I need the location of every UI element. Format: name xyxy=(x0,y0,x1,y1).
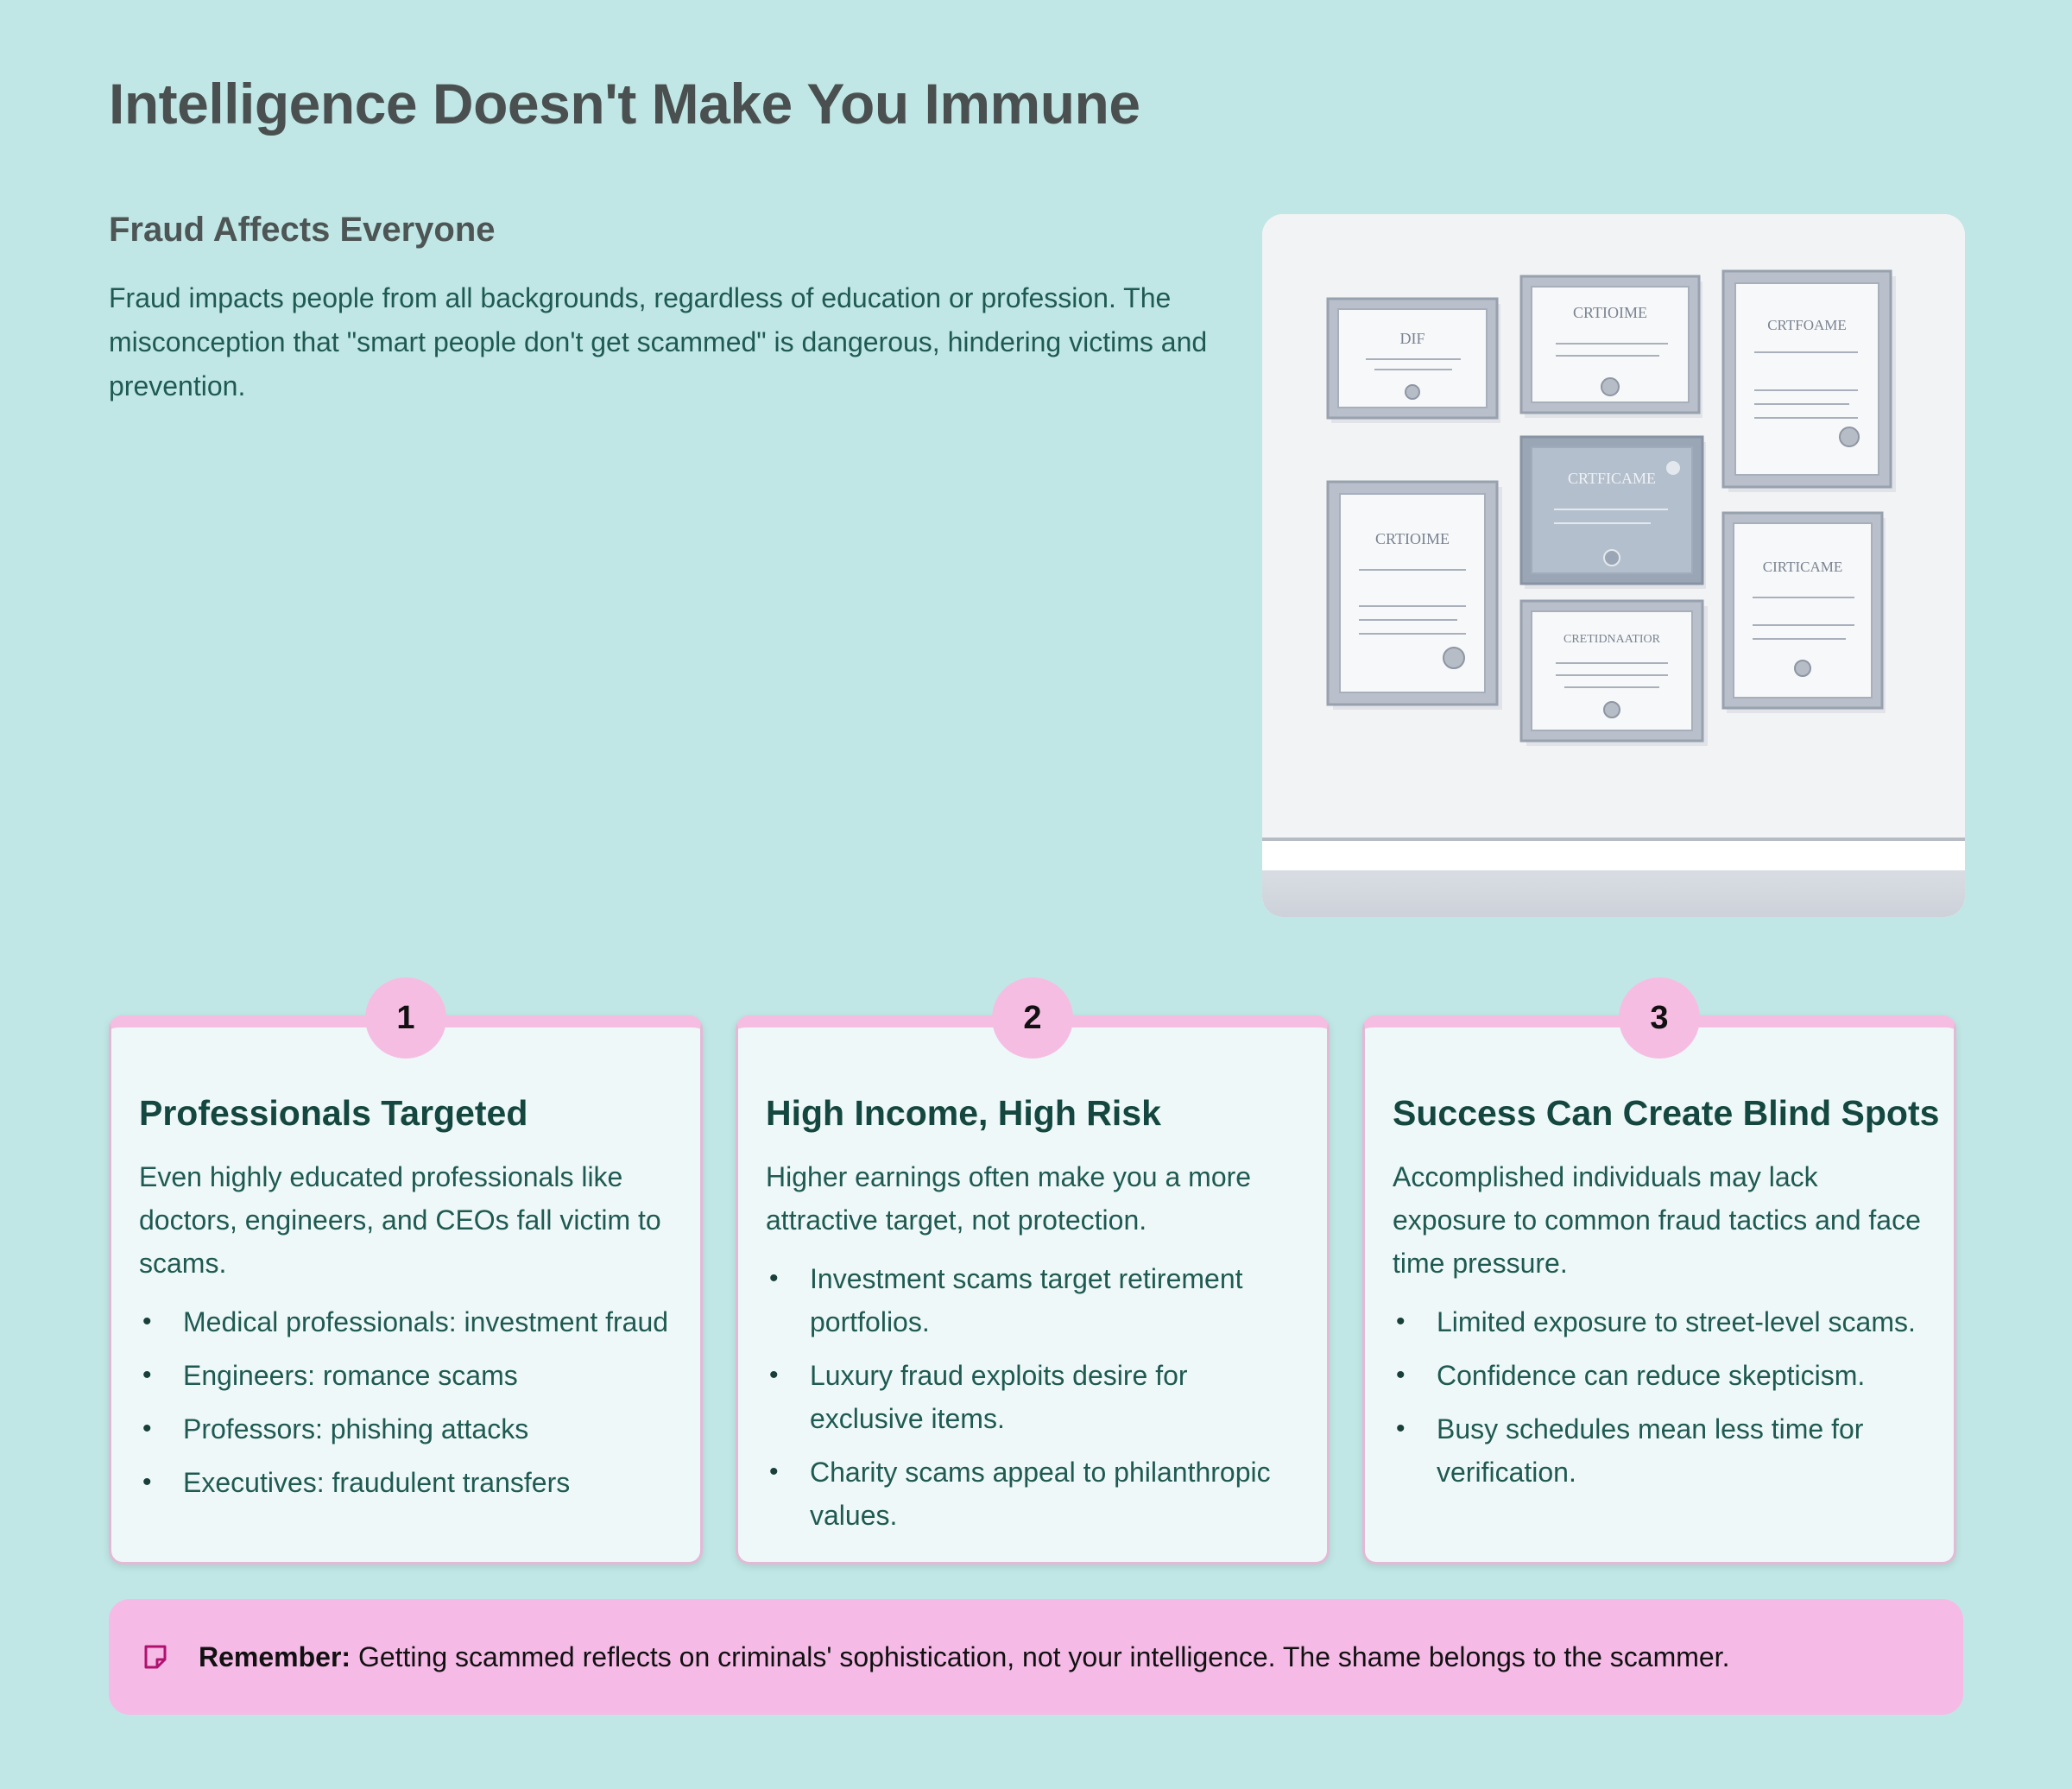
frame-4-title: CRTFICAME xyxy=(1568,470,1656,487)
list-item-text: Limited exposure to street-level scams. xyxy=(1437,1306,1916,1337)
list-item: • Limited exposure to street-level scams. xyxy=(1393,1300,1928,1343)
frame-1: DIF xyxy=(1326,297,1500,423)
card-title: High Income, High Risk xyxy=(766,1093,1161,1133)
card-title: Success Can Create Blind Spots xyxy=(1393,1093,1940,1133)
bullet-icon: • xyxy=(1396,1414,1406,1443)
card-number-badge: 1 xyxy=(365,977,446,1059)
list-item-text: Busy schedules mean less time for verifi… xyxy=(1437,1413,1864,1488)
card-description: Even highly educated professionals like … xyxy=(139,1161,661,1279)
certificates-illustration: DIF CRTIOIME CRTFOAME xyxy=(1262,214,1965,917)
frame-1-title: DIF xyxy=(1399,330,1424,347)
callout-text: Remember: Getting scammed reflects on cr… xyxy=(199,1641,1729,1673)
card-description: Higher earnings often make you a more at… xyxy=(766,1161,1252,1236)
frame-3-title: CRTFOAME xyxy=(1767,317,1847,333)
bullet-icon: • xyxy=(1396,1361,1406,1389)
frame-2: CRTIOIME xyxy=(1519,275,1702,418)
bullet-icon: • xyxy=(769,1457,779,1486)
frame-3: CRTFOAME xyxy=(1721,269,1896,492)
bullet-icon: • xyxy=(769,1361,779,1389)
list-item-text: Medical professionals: investment fraud xyxy=(183,1306,669,1337)
list-item-text: Confidence can reduce skepticism. xyxy=(1437,1360,1866,1391)
card-bullet-list: • Medical professionals: investment fraud… xyxy=(139,1300,674,1514)
remember-callout: Remember: Getting scammed reflects on cr… xyxy=(109,1599,1963,1715)
frame-7-title: CRETIDNAATIOR xyxy=(1563,633,1661,646)
card-title: Professionals Targeted xyxy=(139,1093,528,1133)
bullet-icon: • xyxy=(769,1264,779,1293)
frame-5: CRTIOIME xyxy=(1326,480,1502,710)
list-item: • Investment scams target retirement port… xyxy=(766,1257,1301,1343)
card-description: Accomplished individuals may lack exposu… xyxy=(1393,1161,1921,1279)
list-item: • Busy schedules mean less time for verif… xyxy=(1393,1407,1928,1494)
page-title: Intelligence Doesn't Make You Immune xyxy=(109,72,1140,136)
bullet-icon: • xyxy=(142,1468,152,1496)
sticky-note-icon xyxy=(142,1643,169,1671)
bullet-icon: • xyxy=(142,1414,152,1443)
list-item-text: Engineers: romance scams xyxy=(183,1360,518,1391)
card-success-blind-spots: 3 Success Can Create Blind Spots Accompl… xyxy=(1362,977,1956,1565)
card-professionals-targeted: 1 Professionals Targeted Even highly edu… xyxy=(109,977,703,1565)
certificates-wall-image: DIF CRTIOIME CRTFOAME xyxy=(1262,214,1965,917)
card-bullet-list: • Investment scams target retirement port… xyxy=(766,1257,1301,1547)
card-high-income-high-risk: 2 High Income, High Risk Higher earnings… xyxy=(736,977,1330,1565)
frame-6-title: CIRTICAME xyxy=(1763,559,1842,575)
card-bullet-list: • Limited exposure to street-level scams.… xyxy=(1393,1300,1928,1504)
frame-6: CIRTICAME xyxy=(1721,511,1886,713)
list-item-text: Luxury fraud exploits desire for exclusi… xyxy=(810,1360,1188,1434)
frame-4: CRTFICAME xyxy=(1519,435,1706,589)
callout-label: Remember: xyxy=(199,1640,351,1672)
list-item-text: Charity scams appeal to philanthropic va… xyxy=(810,1457,1271,1531)
list-item: • Professors: phishing attacks xyxy=(139,1407,674,1451)
list-item: • Charity scams appeal to philanthropic v… xyxy=(766,1451,1301,1537)
bullet-icon: • xyxy=(142,1307,152,1336)
list-item: • Confidence can reduce skepticism. xyxy=(1393,1354,1928,1397)
intro-paragraph: Fraud impacts people from all background… xyxy=(109,282,1208,401)
card-number-badge: 3 xyxy=(1619,977,1700,1059)
list-item: • Engineers: romance scams xyxy=(139,1354,674,1397)
list-item: • Medical professionals: investment fraud xyxy=(139,1300,674,1343)
list-item: • Luxury fraud exploits desire for exclus… xyxy=(766,1354,1301,1440)
list-item-text: Professors: phishing attacks xyxy=(183,1413,529,1444)
frame-5-title: CRTIOIME xyxy=(1375,530,1450,547)
frame-7: CRETIDNAATIOR xyxy=(1519,599,1708,746)
list-item-text: Investment scams target retirement portf… xyxy=(810,1263,1243,1337)
card-number-badge: 2 xyxy=(992,977,1073,1059)
section-heading: Fraud Affects Everyone xyxy=(109,211,496,249)
frame-2-title: CRTIOIME xyxy=(1573,304,1647,321)
bullet-icon: • xyxy=(142,1361,152,1389)
callout-message: Getting scammed reflects on criminals' s… xyxy=(351,1640,1730,1672)
list-item: • Executives: fraudulent transfers xyxy=(139,1461,674,1504)
list-item-text: Executives: fraudulent transfers xyxy=(183,1467,571,1498)
bullet-icon: • xyxy=(1396,1307,1406,1336)
